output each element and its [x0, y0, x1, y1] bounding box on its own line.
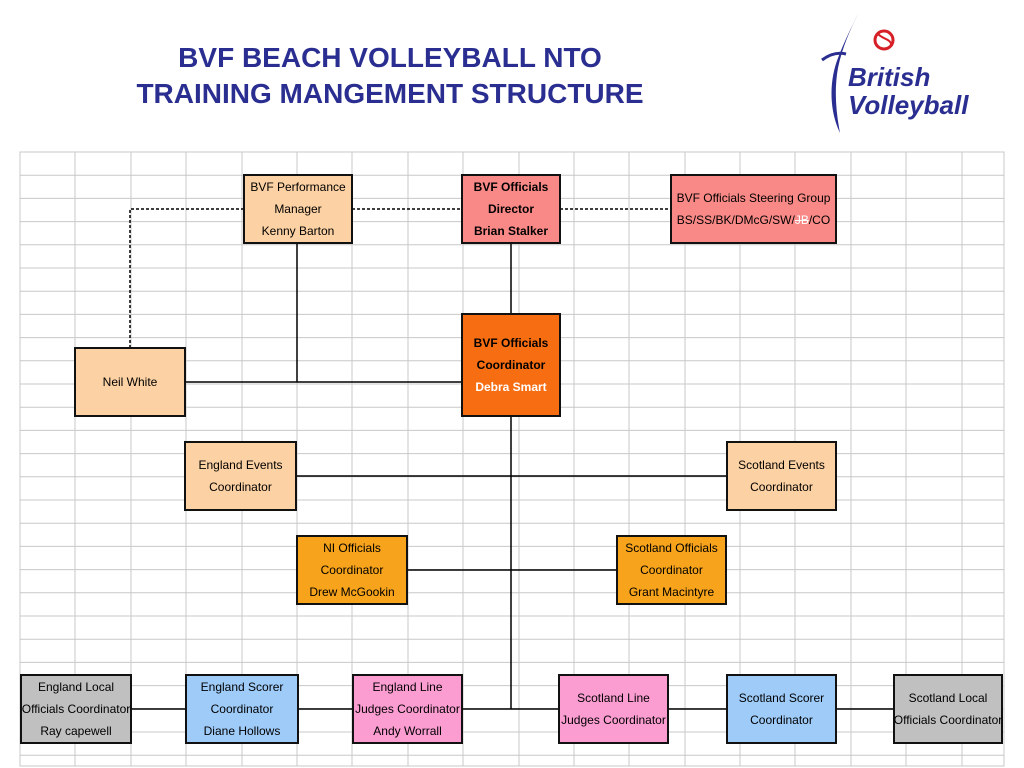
- node-text: Coordinator: [209, 480, 272, 494]
- node-text: Ray capewell: [40, 724, 112, 738]
- node-text: BS/SS/BK/DMcG/SW/: [676, 213, 795, 227]
- node-text: Debra Smart: [475, 380, 547, 394]
- node-text: Officials Coordinator: [893, 713, 1003, 727]
- node-text: Coordinator: [750, 713, 813, 727]
- node-text: BVF Officials: [473, 336, 549, 350]
- england-scorer-box: England Scorer Coordinator Diane Hollows: [185, 674, 299, 744]
- title-line-1: BVF BEACH VOLLEYBALL NTO: [178, 42, 602, 73]
- officials-coordinator-box: BVF Officials Coordinator Debra Smart: [461, 313, 561, 417]
- node-text: Grant Macintyre: [628, 585, 715, 599]
- struck-initials: JB: [794, 213, 809, 227]
- volleyball-figure-icon: [831, 14, 858, 133]
- node-text: Manager: [274, 202, 322, 216]
- node-text: England Events: [198, 458, 283, 472]
- node-text: Judges Coordinator: [355, 702, 460, 716]
- node-text: BVF Officials Steering Group: [676, 191, 831, 205]
- node-text: Coordinator: [476, 358, 546, 372]
- ni-officials-box: NI Officials Coordinator Drew McGookin: [296, 535, 408, 605]
- node-text: England Line: [372, 680, 443, 694]
- neil-white-box: Neil White: [74, 347, 186, 417]
- node-text: Kenny Barton: [261, 224, 335, 238]
- node-text: England Scorer: [200, 680, 284, 694]
- performance-manager-box: BVF Performance Manager Kenny Barton: [243, 174, 353, 244]
- scotland-officials-box: Scotland Officials Coordinator Grant Mac…: [616, 535, 727, 605]
- logo-text-2: Volleyball: [848, 90, 969, 120]
- england-events-box: England Events Coordinator: [184, 441, 297, 511]
- node-text: Scotland Local: [908, 691, 988, 705]
- title-line-2: TRAINING MANGEMENT STRUCTURE: [136, 78, 644, 109]
- scotland-scorer-box: Scotland Scorer Coordinator: [726, 674, 837, 744]
- node-text: Coordinator: [210, 702, 274, 716]
- dashed-connector: [129, 208, 244, 348]
- node-text: Judges Coordinator: [561, 713, 666, 727]
- ball-icon: [873, 29, 895, 51]
- node-text: Scotland Events: [738, 458, 825, 472]
- node-text: Drew McGookin: [309, 585, 395, 599]
- node-text: Coordinator: [320, 563, 384, 577]
- node-text: Andy Worrall: [373, 724, 442, 738]
- node-text: BVF Performance: [250, 180, 346, 194]
- node-text: /CO: [808, 213, 831, 227]
- england-local-box: England Local Officials Coordinator Ray …: [20, 674, 132, 744]
- node-text: Diane Hollows: [203, 724, 281, 738]
- connectors: [129, 208, 894, 710]
- node-text: Officials Coordinator: [21, 702, 131, 716]
- scotland-line-box: Scotland Line Judges Coordinator: [558, 674, 669, 744]
- node-text: Coordinator: [640, 563, 703, 577]
- node-text: Director: [487, 202, 534, 216]
- node-text: BVF Officials: [473, 180, 549, 194]
- node-text: England Local: [37, 680, 115, 694]
- scotland-events-box: Scotland Events Coordinator: [726, 441, 837, 511]
- node-text: Scotland Scorer: [738, 691, 825, 705]
- node-text: Scotland Line: [577, 691, 650, 705]
- node-text: Coordinator: [750, 480, 813, 494]
- england-line-box: England Line Judges Coordinator Andy Wor…: [352, 674, 463, 744]
- scotland-local-box: Scotland Local Officials Coordinator: [893, 674, 1003, 744]
- node-text: NI Officials: [323, 541, 381, 555]
- steering-group-box: BVF Officials Steering Group BS/SS/BK/DM…: [670, 174, 837, 244]
- officials-director-box: BVF Officials Director Brian Stalker: [461, 174, 561, 244]
- node-text: Brian Stalker: [473, 224, 549, 238]
- logo-text-1: British: [848, 62, 930, 92]
- page-title: BVF BEACH VOLLEYBALL NTO TRAINING MANGEM…: [40, 40, 740, 112]
- grid: [19, 151, 1005, 767]
- grid-frame: [19, 151, 1005, 767]
- node-text: Scotland Officials: [625, 541, 718, 555]
- british-volleyball-logo: British Volleyball: [821, 14, 969, 133]
- node-text: Neil White: [102, 375, 158, 389]
- node-text: BS/SS/BK/DMcG/SW/JB/CO: [677, 209, 830, 231]
